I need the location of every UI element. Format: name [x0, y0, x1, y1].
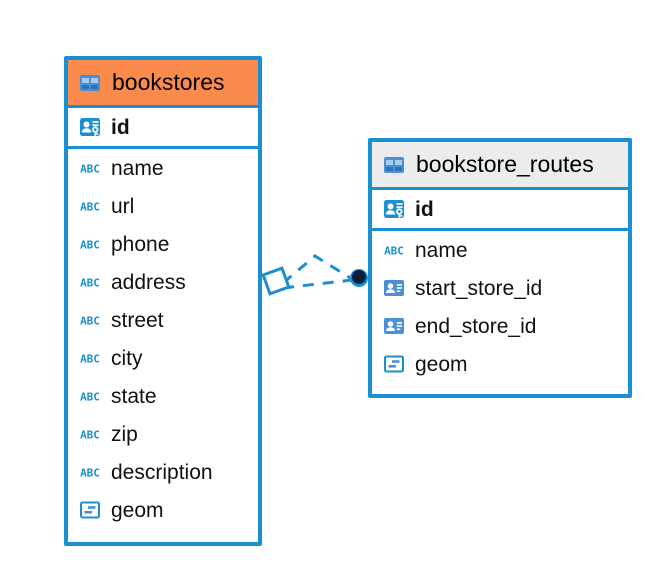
field-row-street[interactable]: ABC street: [68, 301, 258, 339]
abc-text-icon: ABC: [80, 201, 100, 214]
entity-header-bookstores[interactable]: bookstores: [68, 60, 258, 108]
abc-text-icon: ABC: [80, 315, 100, 328]
field-name: description: [111, 460, 213, 484]
field-row-id[interactable]: id: [68, 108, 258, 146]
field-row-phone[interactable]: ABC phone: [68, 225, 258, 263]
field-name: state: [111, 384, 157, 408]
geometry-icon: [384, 355, 404, 373]
svg-text:ABC: ABC: [80, 277, 100, 290]
field-row-geom[interactable]: geom: [372, 345, 628, 383]
entity-table-bookstore-routes[interactable]: bookstore_routes id ABC: [368, 138, 632, 398]
svg-text:ABC: ABC: [384, 245, 404, 258]
svg-text:ABC: ABC: [80, 391, 100, 404]
entity-header-bookstore-routes[interactable]: bookstore_routes: [372, 142, 628, 190]
field-row-name[interactable]: ABC name: [372, 231, 628, 269]
entity-table-bookstores[interactable]: bookstores id ABC: [64, 56, 262, 546]
svg-text:ABC: ABC: [80, 467, 100, 480]
svg-text:ABC: ABC: [80, 429, 100, 442]
abc-text-icon: ABC: [80, 391, 100, 404]
field-list: ABC name ABC url ABC phone ABC ad: [68, 149, 258, 529]
table-icon: [80, 74, 100, 91]
abc-text-icon: ABC: [80, 239, 100, 252]
field-row-start-store-id[interactable]: start_store_id: [372, 269, 628, 307]
field-name: phone: [111, 232, 170, 256]
field-row-address[interactable]: ABC address: [68, 263, 258, 301]
circle-marker-icon: [350, 269, 368, 287]
diamond-marker-icon: [261, 266, 291, 296]
abc-text-icon: ABC: [80, 163, 100, 176]
primary-key-icon: [80, 118, 100, 136]
field-name: id: [415, 197, 434, 221]
abc-text-icon: ABC: [384, 245, 404, 258]
field-row-id[interactable]: id: [372, 190, 628, 228]
field-name: name: [415, 238, 468, 262]
geometry-icon: [80, 501, 100, 519]
field-name: id: [111, 115, 130, 139]
svg-text:ABC: ABC: [80, 315, 100, 328]
relationship-edge-lower: [282, 278, 353, 290]
abc-text-icon: ABC: [80, 277, 100, 290]
field-name: geom: [415, 352, 468, 376]
field-name: zip: [111, 422, 138, 446]
svg-text:ABC: ABC: [80, 163, 100, 176]
primary-key-icon: [384, 200, 404, 218]
field-name: street: [111, 308, 164, 332]
field-name: city: [111, 346, 143, 370]
field-row-name[interactable]: ABC name: [68, 149, 258, 187]
foreign-key-icon: [384, 280, 404, 296]
field-name: end_store_id: [415, 314, 537, 338]
svg-text:ABC: ABC: [80, 201, 100, 214]
primary-key-section: id: [372, 190, 628, 231]
field-list: ABC name start_store_id: [372, 231, 628, 383]
entity-title: bookstores: [112, 69, 225, 95]
relationship-edge-upper: [282, 254, 353, 285]
table-icon: [384, 156, 404, 173]
field-row-state[interactable]: ABC state: [68, 377, 258, 415]
abc-text-icon: ABC: [80, 353, 100, 366]
abc-text-icon: ABC: [80, 467, 100, 480]
svg-text:ABC: ABC: [80, 353, 100, 366]
field-row-description[interactable]: ABC description: [68, 453, 258, 491]
field-row-url[interactable]: ABC url: [68, 187, 258, 225]
field-name: geom: [111, 498, 164, 522]
field-name: name: [111, 156, 164, 180]
field-row-city[interactable]: ABC city: [68, 339, 258, 377]
abc-text-icon: ABC: [80, 429, 100, 442]
field-row-zip[interactable]: ABC zip: [68, 415, 258, 453]
field-name: url: [111, 194, 135, 218]
field-name: start_store_id: [415, 276, 543, 300]
svg-text:ABC: ABC: [80, 239, 100, 252]
entity-title: bookstore_routes: [416, 151, 594, 177]
field-name: address: [111, 270, 186, 294]
primary-key-section: id: [68, 108, 258, 149]
field-row-geom[interactable]: geom: [68, 491, 258, 529]
field-row-end-store-id[interactable]: end_store_id: [372, 307, 628, 345]
foreign-key-icon: [384, 318, 404, 334]
